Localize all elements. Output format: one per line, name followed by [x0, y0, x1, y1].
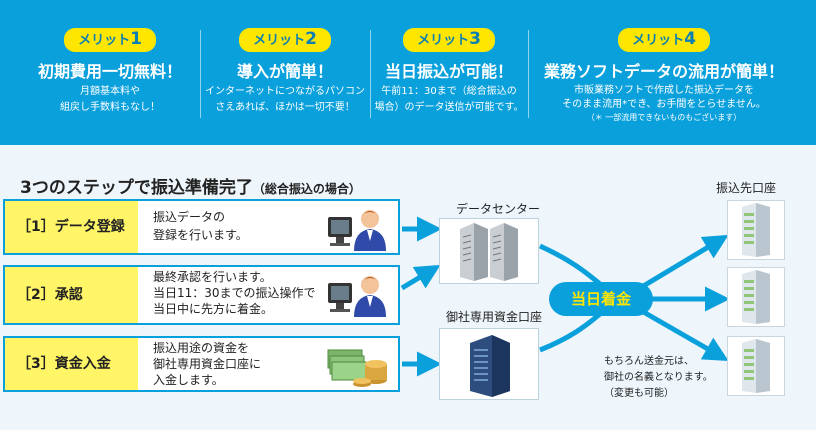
- company-account-node: [439, 328, 539, 400]
- merit-title: 当日振込が可能！: [384, 62, 513, 81]
- step-text: 振込用途の資金を御社専用資金口座に入金します。: [153, 341, 262, 387]
- bank-building-icon: [727, 336, 785, 396]
- same-day-arrival-badge: 当日着金: [549, 282, 653, 316]
- bank-building-icon: [727, 200, 785, 260]
- step-text: 最終承認を行います。当日11：30までの振込操作で当日中に先方に着金。: [153, 270, 316, 316]
- merits-banner: [0, 0, 816, 145]
- merit-divider: [528, 30, 529, 118]
- merit-note: （＊ 一部流用できないものもございます）: [586, 113, 742, 122]
- data-center-label: データセンター: [456, 202, 541, 216]
- merit-badge: メリット3: [403, 28, 495, 52]
- merit-badge: メリット2: [239, 28, 331, 52]
- company-account-label: 御社専用資金口座: [446, 310, 543, 324]
- step-label: ［3］資金入金: [5, 338, 138, 390]
- arrow-account-to-arrival: [539, 312, 602, 353]
- step-label: ［1］データ登録: [5, 201, 138, 253]
- merit-title: 導入が簡単！: [236, 62, 333, 81]
- merit-desc: 市販業務ソフトで作成した振込データをそのまま流用*でき、お手間をとらせません。: [562, 85, 766, 110]
- merit-1: メリット1 初期費用一切無料！ 月額基本料や組戻し手数料もなし！: [20, 0, 200, 145]
- person-computer-icon: [328, 276, 386, 317]
- arrow-arrival-to-bank-3: [638, 307, 729, 361]
- person-computer-icon: [328, 210, 386, 251]
- merit-title: 業務ソフトデータの流用が簡単！: [543, 62, 784, 81]
- building-icon: [470, 335, 510, 397]
- merit-badge: メリット1: [64, 28, 156, 52]
- section-heading: 3つのステップで振込準備完了（総合振込の場合）: [20, 178, 361, 198]
- money-icon: [327, 349, 387, 387]
- arrow-arrival-to-bank-1: [638, 234, 729, 291]
- arrow-datacenter-to-arrival: [538, 243, 602, 286]
- step-1: ［1］データ登録 振込データの登録を行います。: [3, 199, 400, 255]
- merit-desc: インターネットにつながるパソコンさえあれば、ほかは一切不要！: [205, 86, 365, 113]
- merit-4: メリット4 業務ソフトデータの流用が簡単！ 市販業務ソフトで作成した振込データを…: [529, 0, 799, 145]
- step-text: 振込データの登録を行います。: [153, 210, 248, 242]
- merit-3: メリット3 当日振込が可能！ 午前11：30まで（総合振込の場合）のデータ送信が…: [371, 0, 527, 145]
- footnote: もちろん送金元は、御社の名義となります。（変更も可能）: [604, 356, 713, 399]
- step-2: ［2］承認 最終承認を行います。当日11：30までの振込操作で当日中に先方に着金…: [3, 265, 400, 325]
- arrow-step2-to-datacenter: [400, 264, 441, 291]
- merit-divider: [370, 30, 371, 118]
- step-label: ［2］承認: [5, 267, 138, 323]
- merit-desc: 月額基本料や組戻し手数料もなし！: [60, 86, 160, 113]
- bank-building-icon: [727, 267, 785, 327]
- data-center-node: [439, 218, 539, 284]
- merit-2: メリット2 導入が簡単！ インターネットにつながるパソコンさえあれば、ほかは一切…: [201, 0, 369, 145]
- merit-desc: 午前11：30まで（総合振込の場合）のデータ送信が可能です。: [374, 86, 524, 113]
- merit-title: 初期費用一切無料！: [37, 62, 182, 81]
- step-3: ［3］資金入金 振込用途の資金を御社専用資金口座に入金します。: [3, 336, 400, 392]
- destination-label: 振込先口座: [716, 181, 777, 195]
- merit-divider: [200, 30, 201, 118]
- merit-badge: メリット4: [618, 28, 710, 52]
- server-icon: [460, 223, 518, 281]
